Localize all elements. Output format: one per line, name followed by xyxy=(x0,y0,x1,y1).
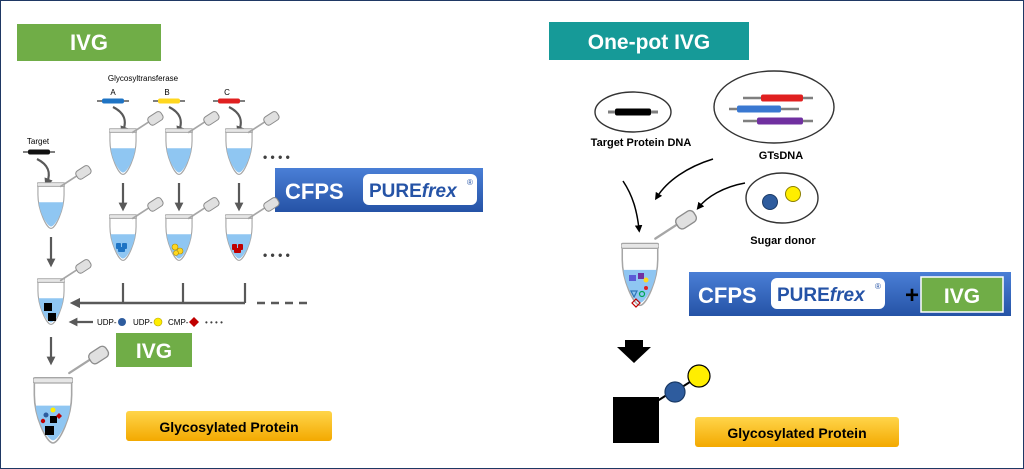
arrow-icon xyxy=(168,106,185,136)
glycoprotein-mix-icon xyxy=(40,407,62,435)
arrow-icon xyxy=(228,106,245,136)
target-dna-icon xyxy=(608,108,658,116)
cfps-label: CFPS xyxy=(698,283,757,308)
ivg-title-box xyxy=(17,24,161,61)
arrow-icon xyxy=(622,180,643,233)
dna-b-icon xyxy=(153,98,185,104)
purefrex-suffix: frex xyxy=(830,285,866,306)
sugar-blue-icon xyxy=(762,194,778,210)
onepot-panel: One-pot IVG Target Protein DNA GTsDNA Su… xyxy=(549,22,1011,447)
registered-mark: ® xyxy=(467,178,473,187)
plus-sign: + xyxy=(905,282,919,309)
pipette-icon xyxy=(59,165,93,188)
sugar-yellow-icon xyxy=(153,317,163,327)
sugar-donor-bubble xyxy=(745,172,819,224)
dna-c-icon xyxy=(213,98,245,104)
tube-b-icon xyxy=(165,128,193,175)
pipette-icon xyxy=(67,345,111,375)
onepot-ivg-label: IVG xyxy=(944,285,980,308)
ivg-result-label: Glycosylated Protein xyxy=(159,419,298,435)
arrow-icon xyxy=(655,158,714,201)
registered-mark: ® xyxy=(875,282,881,291)
gts-dna-icon xyxy=(729,94,813,125)
enzyme-a-icon xyxy=(116,243,127,252)
ivg-step-label: IVG xyxy=(136,340,172,363)
enzyme-c-icon xyxy=(232,244,243,253)
sugar-red-icon xyxy=(189,317,199,327)
onepot-result-box xyxy=(695,417,899,447)
arrow-icon xyxy=(112,106,129,136)
pipette-icon xyxy=(247,197,281,220)
purefrex-brand: PURE xyxy=(777,285,830,306)
reaction-mix-icon xyxy=(629,273,649,308)
purefrex-suffix: frex xyxy=(422,181,458,202)
ivg-title: IVG xyxy=(70,30,108,55)
enzyme-b-icon xyxy=(171,243,184,256)
svg-text:PUREfrex: PUREfrex xyxy=(777,285,866,306)
ivg-result-box xyxy=(126,411,332,441)
tube-enzyme-c-icon xyxy=(225,214,253,261)
cfps-purefrex-ivg-badge: CFPS PUREfrex ® + IVG xyxy=(689,272,1011,316)
donor-cmp-label: CMP- xyxy=(168,318,189,327)
arrow-icon xyxy=(696,182,746,210)
purefrex-brand: PURE xyxy=(369,181,422,202)
pipette-icon xyxy=(131,111,165,134)
tube-a-icon xyxy=(109,128,137,175)
row2-ellipsis: • • • • xyxy=(263,248,290,262)
glycoprotein-icon xyxy=(613,364,711,443)
down-arrow-icon xyxy=(617,340,651,363)
pipette-icon xyxy=(653,209,699,240)
protein-icon xyxy=(48,313,56,321)
protein-icon xyxy=(44,303,52,311)
donor-udp-1-label: UDP- xyxy=(97,318,117,327)
pipette-icon xyxy=(187,111,221,134)
gts-dna-label: GTsDNA xyxy=(759,150,803,162)
row1-ellipsis: • • • • xyxy=(263,150,290,164)
tube-target-icon xyxy=(37,182,65,229)
pipette-icon xyxy=(187,197,221,220)
donor-ellipsis: • • • • xyxy=(205,318,223,327)
glycosyltransferase-label: Glycosyltransferase xyxy=(108,74,179,83)
pipette-icon xyxy=(131,197,165,220)
svg-text:PUREfrex: PUREfrex xyxy=(369,181,458,202)
arrow-icon xyxy=(36,158,53,188)
cfps-purefrex-badge: CFPS PUREfrex ® xyxy=(275,168,483,212)
sugar-blue-icon xyxy=(118,318,126,326)
target-dna-label: Target Protein DNA xyxy=(591,137,692,149)
onepot-result-label: Glycosylated Protein xyxy=(727,425,866,441)
cfps-label: CFPS xyxy=(285,179,344,204)
tube-c-icon xyxy=(225,128,253,175)
ivg-step-box xyxy=(116,333,192,367)
enzyme-letter-a: A xyxy=(110,88,116,97)
enzyme-letter-b: B xyxy=(164,88,169,97)
ivg-panel: IVG Glycosyltransferase A B C Target xyxy=(17,24,483,444)
pipette-icon xyxy=(247,111,281,134)
donor-udp-2-label: UDP- xyxy=(133,318,153,327)
tube-enzyme-a-icon xyxy=(109,214,137,261)
target-label: Target xyxy=(27,137,50,146)
dna-a-icon xyxy=(97,98,129,104)
onepot-title: One-pot IVG xyxy=(588,31,711,54)
sugar-yellow-icon xyxy=(785,186,801,202)
pipette-icon xyxy=(59,259,93,282)
target-dna-icon xyxy=(23,149,55,155)
sugar-donor-label: Sugar donor xyxy=(750,235,816,247)
onepot-title-box xyxy=(549,22,749,60)
enzyme-letter-c: C xyxy=(224,88,230,97)
